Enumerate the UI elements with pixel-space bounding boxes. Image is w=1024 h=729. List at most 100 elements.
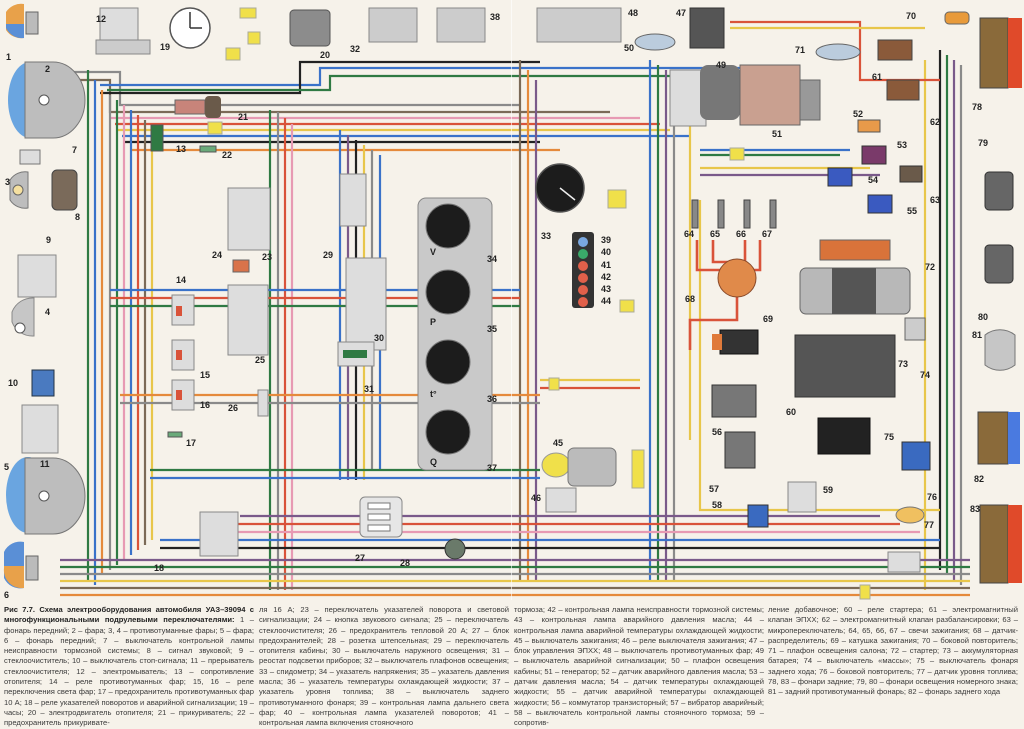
label-33: 33 (541, 231, 551, 241)
label-83: 83 (970, 504, 980, 514)
connector-block (729, 147, 745, 161)
label-38: 38 (490, 12, 500, 22)
lighter-knob (205, 96, 221, 118)
label-76: 76 (927, 492, 937, 502)
ignition-relay (545, 487, 577, 513)
label-69: 69 (763, 314, 773, 324)
label-72: 72 (925, 262, 935, 272)
label-13: 13 (176, 144, 186, 154)
spark-plug (691, 199, 699, 229)
stop-light-switch (31, 369, 55, 397)
relay-coil (176, 350, 182, 360)
label-11: 11 (40, 459, 50, 469)
relay-coil (176, 306, 182, 316)
spark-plug (717, 199, 725, 229)
wiring-diagram: V P t° Q 1 2 3 4 5 6 7 (3, 3, 1022, 600)
label-54: 54 (868, 175, 878, 185)
label-30: 30 (374, 333, 384, 343)
spark-plug (743, 199, 751, 229)
caption-text: 1 – фонарь передний; 2 – фара; 3, 4 – пр… (4, 615, 254, 728)
label-19: 19 (160, 42, 170, 52)
label-80: 80 (978, 312, 988, 322)
label-67: 67 (762, 229, 772, 239)
fuse (367, 524, 391, 532)
voltmeter-gauge: V (425, 203, 471, 257)
label-51: 51 (772, 129, 782, 139)
oil-pressure-sensor (861, 145, 887, 165)
front-lamp-left (6, 3, 39, 39)
connector-block (607, 189, 627, 209)
label-47: 47 (676, 8, 686, 18)
spark-plug (769, 199, 777, 229)
coolant-temp-gauge: t° (425, 339, 471, 399)
warning-lamp-brake-fault (578, 273, 588, 283)
label-71: 71 (795, 45, 805, 55)
label-60: 60 (786, 407, 796, 417)
label-9: 9 (46, 235, 51, 245)
flasher-relay (199, 511, 239, 557)
label-66: 66 (736, 229, 746, 239)
label-16: 16 (200, 400, 210, 410)
headlamp-right (6, 457, 86, 535)
rheostat-element (343, 350, 367, 358)
label-24: 24 (212, 250, 222, 260)
connector-block (859, 584, 871, 600)
exterior-light-switch (345, 257, 387, 351)
label-58: 58 (712, 500, 722, 510)
label-59: 59 (823, 485, 833, 495)
label-43: 43 (601, 284, 611, 294)
cigarette-lighter (174, 99, 206, 115)
gauge-letter: P (430, 317, 436, 327)
label-23: 23 (262, 252, 272, 262)
label-68: 68 (685, 294, 695, 304)
wire (100, 66, 740, 87)
coil-terminal (712, 334, 722, 350)
label-37: 37 (487, 463, 497, 473)
relay-coil (176, 390, 182, 400)
oil-pressure-gauge: P (425, 269, 471, 327)
connector-blocks (207, 7, 871, 600)
caption-column-3: тормоза; 42 – контрольная лампа неисправ… (514, 605, 764, 728)
label-8: 8 (75, 212, 80, 222)
cabin-light (634, 33, 676, 51)
license-plate-light-1 (984, 171, 1014, 211)
ballast-resistor (787, 481, 817, 513)
fog-lamp-switch (536, 7, 622, 43)
label-50: 50 (624, 43, 634, 53)
label-64: 64 (684, 229, 694, 239)
page-fold (511, 0, 512, 600)
side-repeater (944, 11, 970, 25)
reverse-lamp-lens (1008, 412, 1020, 464)
reverse-light-switch (901, 441, 931, 471)
label-12: 12 (96, 14, 106, 24)
label-3: 3 (5, 177, 10, 187)
gauge-letter: V (430, 247, 436, 257)
warning-lamp-coolant (578, 297, 588, 307)
fog-lamp-right (11, 297, 35, 337)
distributor (717, 258, 757, 298)
coolant-alarm-sensor (867, 194, 893, 214)
wiper-motor (17, 254, 57, 298)
label-74: 74 (920, 370, 930, 380)
warning-lamp-high-beam (578, 237, 588, 247)
dome-light-switch (368, 7, 418, 43)
label-63: 63 (930, 195, 940, 205)
lighter-fuse (199, 145, 217, 153)
wire (100, 60, 540, 95)
washer-base (95, 39, 151, 55)
label-81: 81 (972, 330, 982, 340)
heater-resistor (150, 124, 164, 152)
fuel-level-sensor (887, 551, 921, 573)
label-18: 18 (154, 563, 164, 573)
headlamp-left (8, 61, 86, 139)
label-28: 28 (400, 558, 410, 568)
spark-plugs (691, 199, 777, 229)
battery-disconnect-switch (904, 317, 926, 341)
ignition-coil (719, 329, 759, 355)
headlight-relay-2 (171, 379, 195, 411)
label-46: 46 (531, 493, 541, 503)
label-22: 22 (222, 150, 232, 160)
label-55: 55 (907, 206, 917, 216)
caption-column-1: Рис 7.7. Схема электрооборудования автом… (4, 605, 254, 729)
parking-brake-switch (747, 504, 769, 528)
